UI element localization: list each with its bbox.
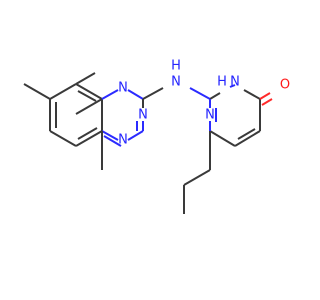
bond bbox=[209, 92, 221, 100]
bond bbox=[234, 130, 261, 147]
bond bbox=[127, 89, 144, 100]
bond bbox=[49, 130, 77, 147]
double-bond bbox=[77, 127, 98, 140]
quinazoline-pyrimidine-ring bbox=[101, 89, 144, 147]
atom-n-pyr-1: N bbox=[205, 108, 215, 123]
atom-n-quin-1: N bbox=[118, 81, 128, 96]
pyrimidinone-ring bbox=[209, 84, 261, 147]
bond bbox=[209, 130, 236, 147]
double-bond bbox=[103, 135, 122, 147]
atom-n-quin-3: N bbox=[138, 108, 148, 123]
double-bond bbox=[77, 90, 97, 102]
bond bbox=[229, 84, 236, 88]
double-bond bbox=[237, 128, 256, 140]
bond bbox=[243, 89, 261, 100]
atom-h-pyr-3: H bbox=[217, 75, 227, 90]
atom-n-amine: N bbox=[171, 75, 181, 90]
methyl-bond bbox=[23, 83, 51, 100]
carbonyl-double-bond bbox=[261, 98, 273, 106]
methyl-bond bbox=[75, 72, 96, 85]
bond bbox=[101, 89, 119, 100]
amine-bond bbox=[142, 87, 164, 100]
atom-n-pyr-3: N bbox=[230, 75, 240, 90]
bond bbox=[127, 130, 144, 141]
quinazoline-benzene-ring bbox=[49, 83, 103, 147]
amine-bond bbox=[189, 87, 211, 100]
carbonyl-bond bbox=[259, 92, 271, 100]
bond bbox=[101, 130, 119, 141]
bond bbox=[75, 98, 103, 115]
propyl-bond bbox=[183, 169, 211, 186]
atom-o-carbonyl: O bbox=[280, 78, 290, 93]
bond bbox=[75, 83, 103, 100]
atom-h-amine: H bbox=[171, 59, 181, 74]
molecule-structure: N N N N H N H N O bbox=[23, 59, 290, 214]
bond bbox=[75, 130, 103, 147]
atom-n-quin-1b: N bbox=[118, 133, 128, 148]
bond bbox=[49, 83, 77, 100]
